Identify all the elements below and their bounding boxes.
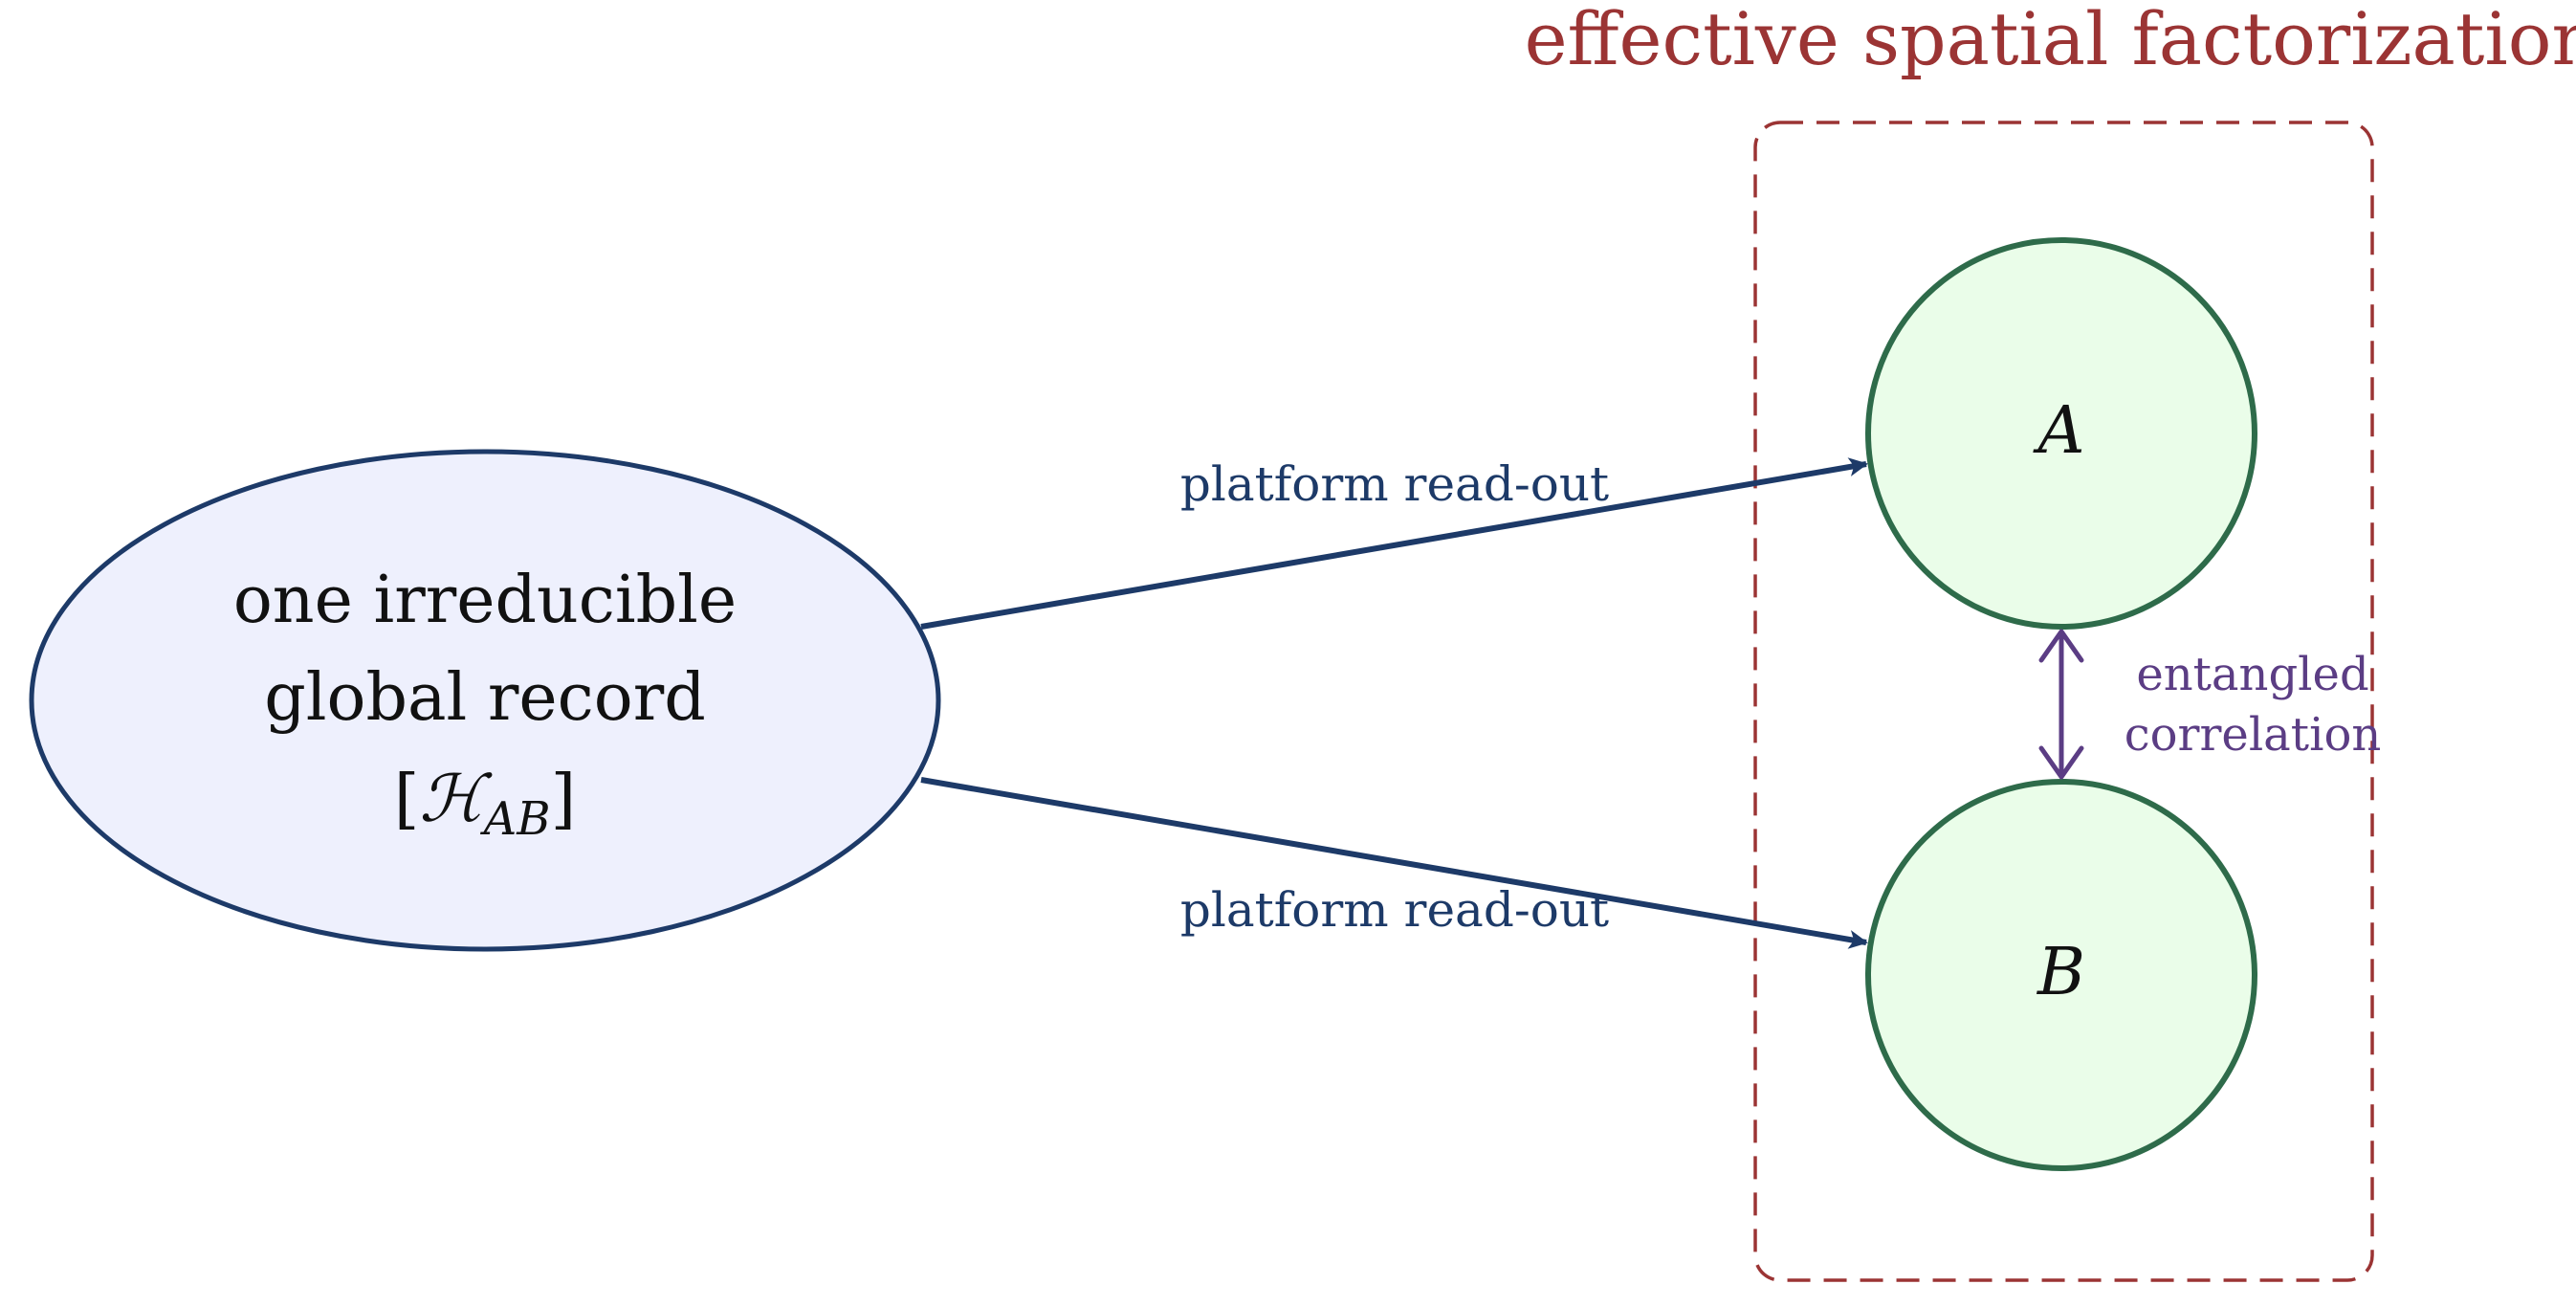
node-b-circle xyxy=(1865,779,2257,1171)
global-record-line-1: one irreducible xyxy=(233,563,737,638)
readout-arrow-top xyxy=(920,457,1868,630)
bracket-close: ] xyxy=(551,762,577,837)
hilbert-space-label: [ℋAB] xyxy=(394,762,576,846)
correlation-label-line-1: entangled xyxy=(2136,648,2368,701)
correlation-arrowhead-bottom xyxy=(2038,745,2084,780)
readout-arrow-bottom xyxy=(920,777,1868,949)
diagram-title: effective spatial factorization xyxy=(1525,0,2576,81)
hilbert-symbol: ℋ xyxy=(419,762,493,837)
node-b-label: B xyxy=(2036,935,2085,1010)
hilbert-subscript: AB xyxy=(480,792,551,846)
node-a-label: A xyxy=(2032,393,2084,469)
node-a-circle xyxy=(1865,237,2257,630)
readout-label-bottom: platform read-out xyxy=(1180,882,1609,938)
global-record-line-2: global record xyxy=(264,660,705,736)
bracket-open: [ xyxy=(394,762,420,837)
global-record-ellipse xyxy=(29,449,941,952)
correlation-label-line-2: correlation xyxy=(2125,708,2382,762)
factorization-box xyxy=(1753,121,2374,1282)
readout-label-top: platform read-out xyxy=(1180,456,1609,512)
correlation-arrowhead-top xyxy=(2038,629,2084,663)
